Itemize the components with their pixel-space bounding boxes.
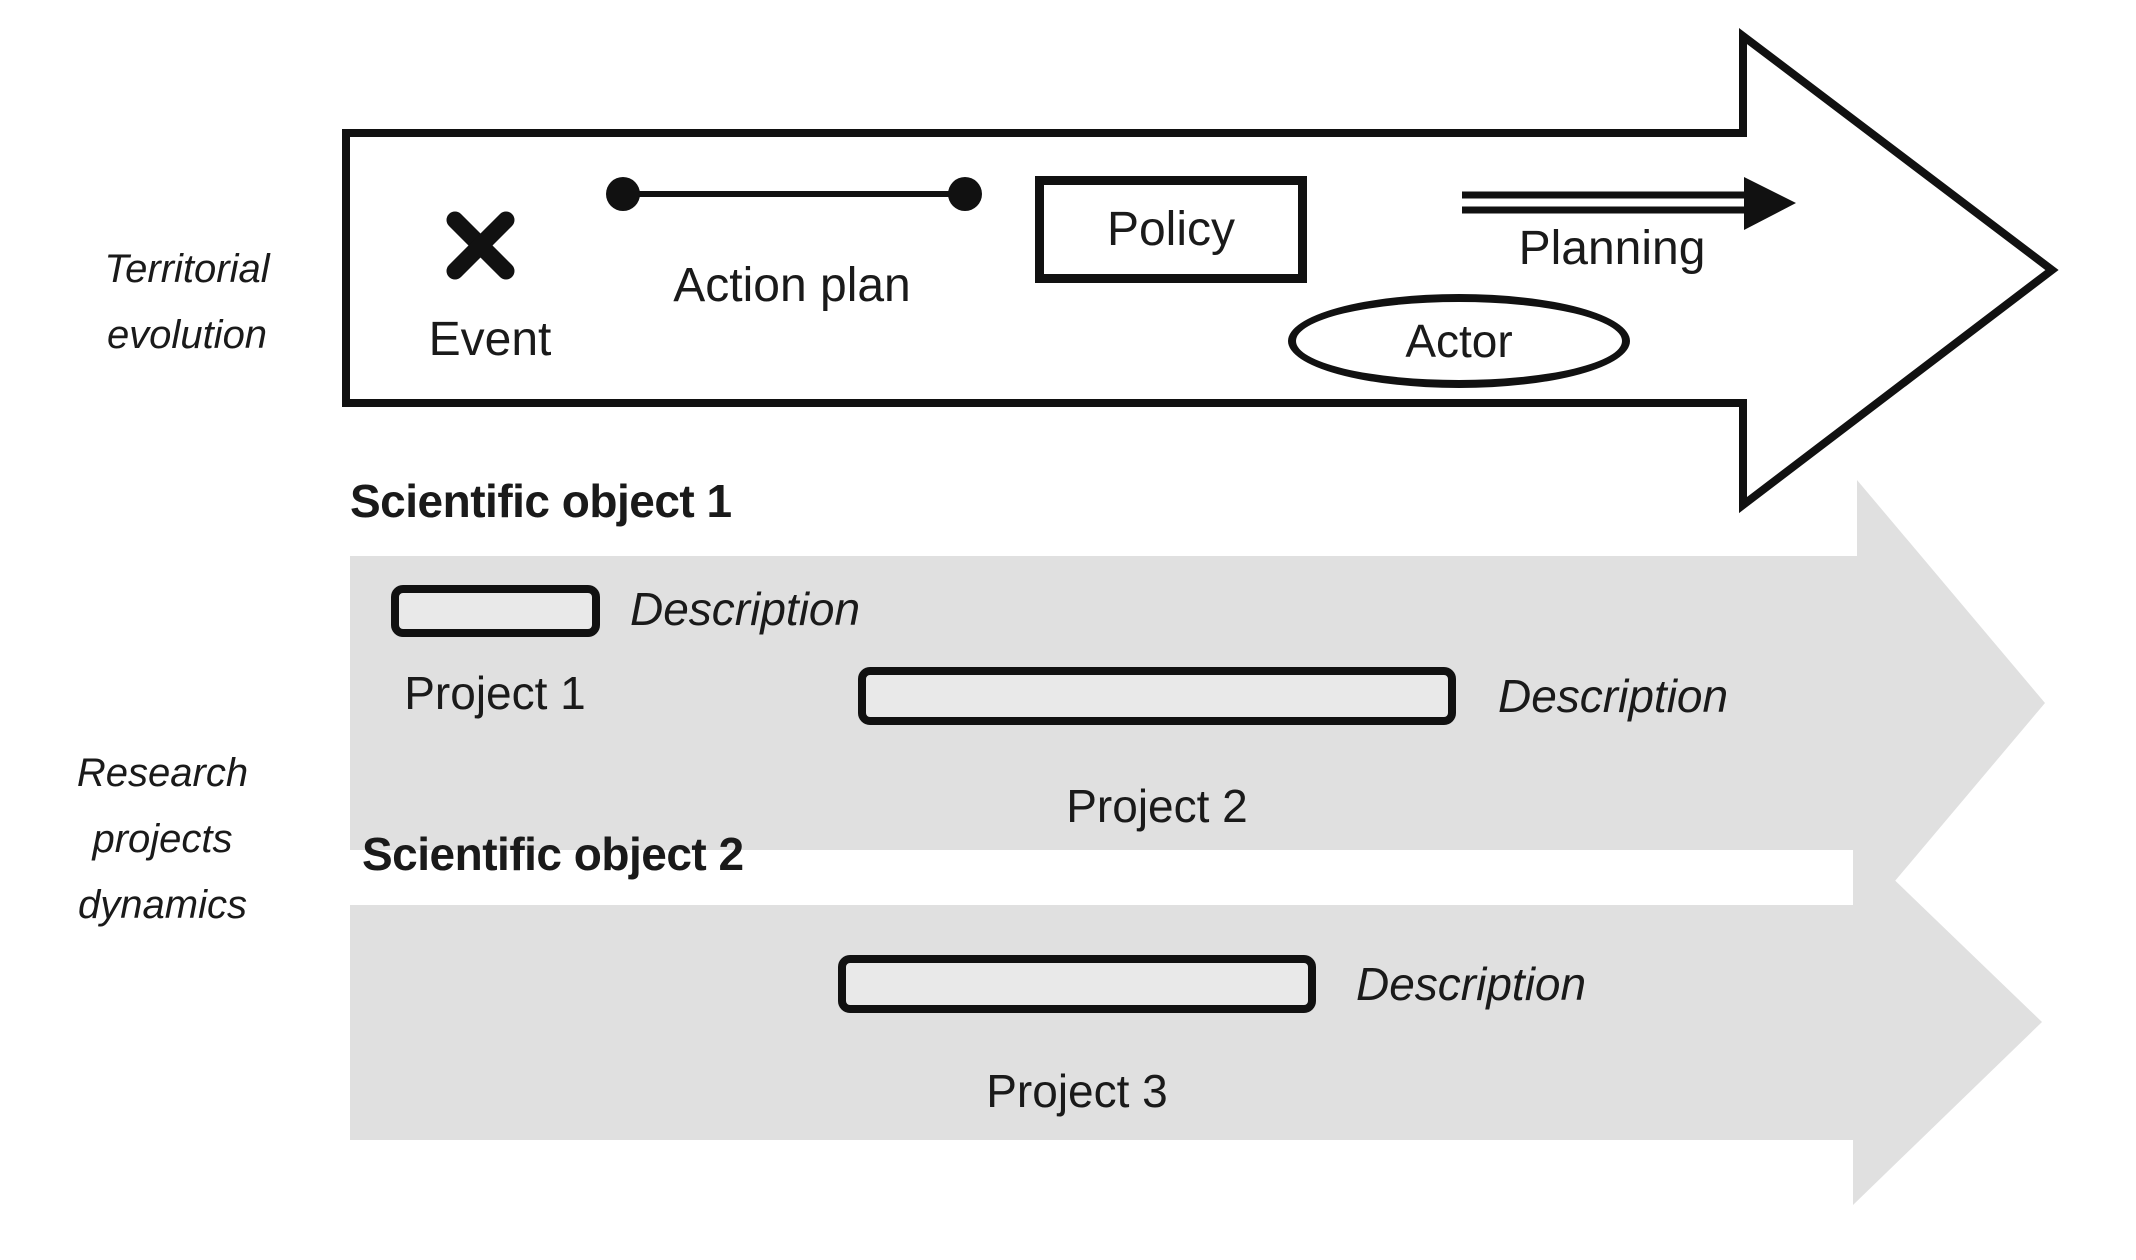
action-plan-connector-icon [606,177,982,211]
territorial-evolution-line2: evolution [106,313,268,357]
scientific-object-1-title: Scientific object 1 [350,475,732,527]
project-2-bar [858,667,1456,725]
event-label: Event [428,313,552,366]
research-projects-dynamics-label: Research projects dynamics [40,740,285,938]
territorial-evolution-label: Territorial evolution [57,236,317,368]
research-dynamics-line1: Research [76,751,249,795]
research-dynamics-line3: dynamics [78,883,247,927]
project-2-description-label: Description [1498,670,1729,722]
scientific-object-2-title: Scientific object 2 [362,828,744,880]
policy-label: Policy [1106,203,1236,256]
object2-band-arrow [350,840,2042,1205]
project-3-bar [838,955,1316,1013]
territorial-evolution-line1: Territorial [104,247,270,291]
project-2-label: Project 2 [1066,780,1248,832]
actor-ellipse: Actor [1288,294,1630,388]
research-dynamics-line2: projects [92,817,233,861]
event-x-icon [446,211,515,280]
project-1-label: Project 1 [404,667,586,719]
action-plan-label: Action plan [673,259,911,312]
policy-box: Policy [1035,176,1307,283]
actor-label: Actor [1405,315,1513,367]
planning-arrow-icon [1462,177,1796,230]
project-3-description-label: Description [1356,958,1587,1010]
planning-label: Planning [1518,222,1706,275]
project-1-bar [391,585,600,637]
project-3-label: Project 3 [986,1065,1168,1117]
project-1-description-label: Description [630,583,861,635]
